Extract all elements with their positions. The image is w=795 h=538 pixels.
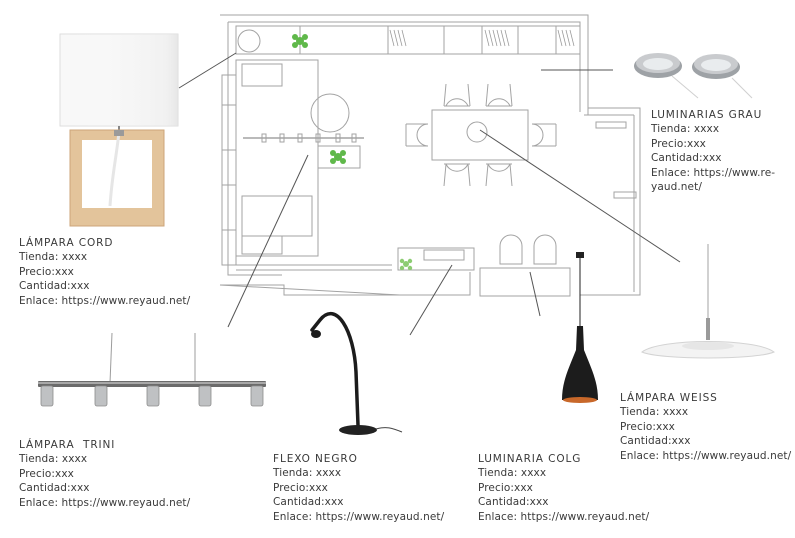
plan-left-cabinet — [221, 74, 237, 266]
plan-desk — [397, 247, 475, 271]
label-flexo: FLEXO NEGRO Tienda: xxxx Precio:xxx Cant… — [273, 452, 444, 524]
plan-coffee-table — [310, 93, 350, 133]
plan-dining-chairs — [405, 83, 557, 187]
leader-colg — [529, 271, 541, 317]
label-trini: LÁMPARA TRINI Tienda: xxxx Precio:xxx Ca… — [19, 438, 190, 510]
luminaria-colg-image — [562, 252, 598, 403]
flexo-precio: Precio:xxx — [273, 481, 328, 494]
trini-tienda: Tienda: xxxx — [19, 453, 88, 466]
flexo-title: FLEXO NEGRO — [273, 453, 358, 465]
plan-bench — [479, 267, 571, 297]
label-cord: LÁMPARA CORD Tienda: xxxx Precio:xxx Can… — [19, 236, 190, 308]
lampara-cord-image — [59, 33, 179, 227]
plan-kitchen-counter — [235, 25, 581, 55]
colg-cantidad: Cantidad:xxx — [478, 496, 549, 509]
trini-title: LÁMPARA TRINI — [19, 439, 116, 451]
leader-weiss — [479, 129, 681, 263]
flexo-cantidad: Cantidad:xxx — [273, 496, 344, 509]
plan-sink — [237, 29, 261, 53]
trini-enlace: Enlace: https://www.reyaud.net/ — [19, 496, 191, 509]
leader-cord — [178, 52, 237, 89]
colg-title: LUMINARIA COLG — [478, 453, 582, 465]
colg-precio: Precio:xxx — [478, 481, 533, 494]
grau-precio: Precio:xxx — [651, 137, 706, 150]
label-weiss: LÁMPARA WEISS Tienda: xxxx Precio:xxx Ca… — [620, 391, 791, 463]
grau-title: LUMINARIAS GRAU — [651, 109, 763, 121]
luminarias-grau-image — [634, 53, 753, 99]
weiss-precio: Precio:xxx — [620, 420, 675, 433]
colg-tienda: Tienda: xxxx — [478, 467, 547, 480]
cord-title: LÁMPARA CORD — [19, 237, 114, 249]
plan-sofa — [235, 59, 319, 257]
plan-dining-table — [431, 109, 529, 161]
label-grau: LUMINARIAS GRAU Tienda: xxxx Precio:xxx … — [651, 108, 775, 194]
flexo-tienda: Tienda: xxxx — [273, 467, 342, 480]
weiss-enlace: Enlace: https://www.reyaud.net/ — [620, 449, 792, 462]
grau-cantidad: Cantidad:xxx — [651, 152, 722, 165]
label-colg: LUMINARIA COLG Tienda: xxxx Precio:xxx C… — [478, 452, 649, 524]
leader-trini — [227, 154, 309, 328]
trini-cantidad: Cantidad:xxx — [19, 482, 90, 495]
leader-flexo — [409, 264, 453, 336]
floor-plan — [219, 14, 641, 297]
lampara-weiss-image — [641, 244, 775, 359]
cord-enlace: Enlace: https://www.reyaud.net/ — [19, 294, 191, 307]
plant-icon — [330, 150, 346, 164]
weiss-cantidad: Cantidad:xxx — [620, 435, 691, 448]
plan-pendant-point — [466, 121, 488, 143]
plant-icon — [292, 34, 308, 48]
plan-outer-walls — [219, 14, 641, 296]
plan-inner-walls — [227, 21, 635, 292]
weiss-tienda: Tienda: xxxx — [620, 406, 689, 419]
lampara-trini-image — [38, 332, 266, 407]
cord-precio: Precio:xxx — [19, 265, 74, 278]
grau-tienda: Tienda: xxxx — [651, 123, 720, 136]
plant-icon — [399, 258, 413, 271]
grau-enlace-1: Enlace: https://www.re- — [651, 166, 776, 179]
leader-lines — [178, 52, 681, 336]
grau-enlace-2: yaud.net/ — [651, 181, 702, 194]
flexo-enlace: Enlace: https://www.reyaud.net/ — [273, 510, 445, 523]
colg-enlace: Enlace: https://www.reyaud.net/ — [478, 510, 650, 523]
weiss-title: LÁMPARA WEISS — [620, 392, 718, 404]
cord-cantidad: Cantidad:xxx — [19, 280, 90, 293]
trini-precio: Precio:xxx — [19, 467, 74, 480]
cord-tienda: Tienda: xxxx — [19, 251, 88, 264]
flexo-negro-image — [310, 312, 403, 435]
